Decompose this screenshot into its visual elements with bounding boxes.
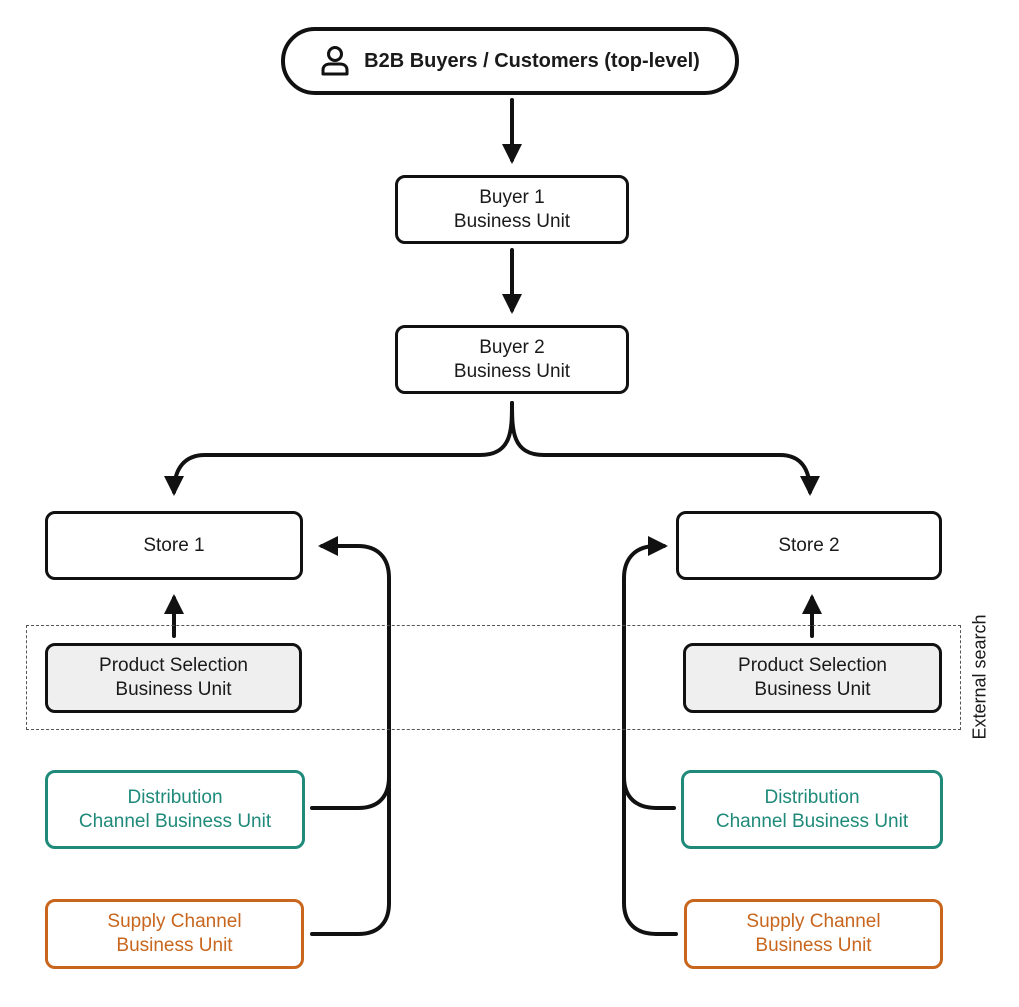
arrow-buyer2-to-store1 xyxy=(164,401,514,496)
store1-label: Store 1 xyxy=(143,534,205,556)
external-search-region xyxy=(26,625,961,730)
store2-label: Store 2 xyxy=(778,534,840,556)
arrow-buyer2-to-store2 xyxy=(510,401,820,496)
external-search-label: External search xyxy=(969,614,990,740)
supply-left-node: Supply Channel Business Unit xyxy=(45,899,304,969)
top-node-b2b-buyers: B2B Buyers / Customers (top-level) xyxy=(281,27,739,95)
distribution-left-node: Distribution Channel Business Unit xyxy=(45,770,305,849)
store1-node: Store 1 xyxy=(45,511,303,580)
distribution-right-node: Distribution Channel Business Unit xyxy=(681,770,943,849)
product-selection-right-node: Product Selection Business Unit xyxy=(683,643,942,713)
top-node-label: B2B Buyers / Customers (top-level) xyxy=(364,49,700,72)
store2-node: Store 2 xyxy=(676,511,942,580)
arrow-channels-right-to-store2 xyxy=(622,536,676,810)
buyer1-node: Buyer 1 Business Unit xyxy=(395,175,629,244)
product-selection-left-node: Product Selection Business Unit xyxy=(45,643,302,713)
buyer2-label: Buyer 2 Business Unit xyxy=(453,336,571,382)
arrow-channels-left-to-store1 xyxy=(310,536,391,810)
product-selection-right-label: Product Selection Business Unit xyxy=(738,655,887,700)
buyer1-label: Buyer 1 Business Unit xyxy=(453,186,571,232)
person-icon xyxy=(320,44,350,78)
product-selection-left-label: Product Selection Business Unit xyxy=(99,655,248,700)
distribution-right-label: Distribution Channel Business Unit xyxy=(715,786,909,832)
supply-right-node: Supply Channel Business Unit xyxy=(684,899,943,969)
line-supply-right xyxy=(622,775,678,936)
distribution-left-label: Distribution Channel Business Unit xyxy=(78,786,272,832)
line-supply-left xyxy=(310,775,391,936)
supply-left-label: Supply Channel Business Unit xyxy=(107,911,242,956)
supply-right-label: Supply Channel Business Unit xyxy=(746,911,881,956)
buyer2-node: Buyer 2 Business Unit xyxy=(395,325,629,394)
